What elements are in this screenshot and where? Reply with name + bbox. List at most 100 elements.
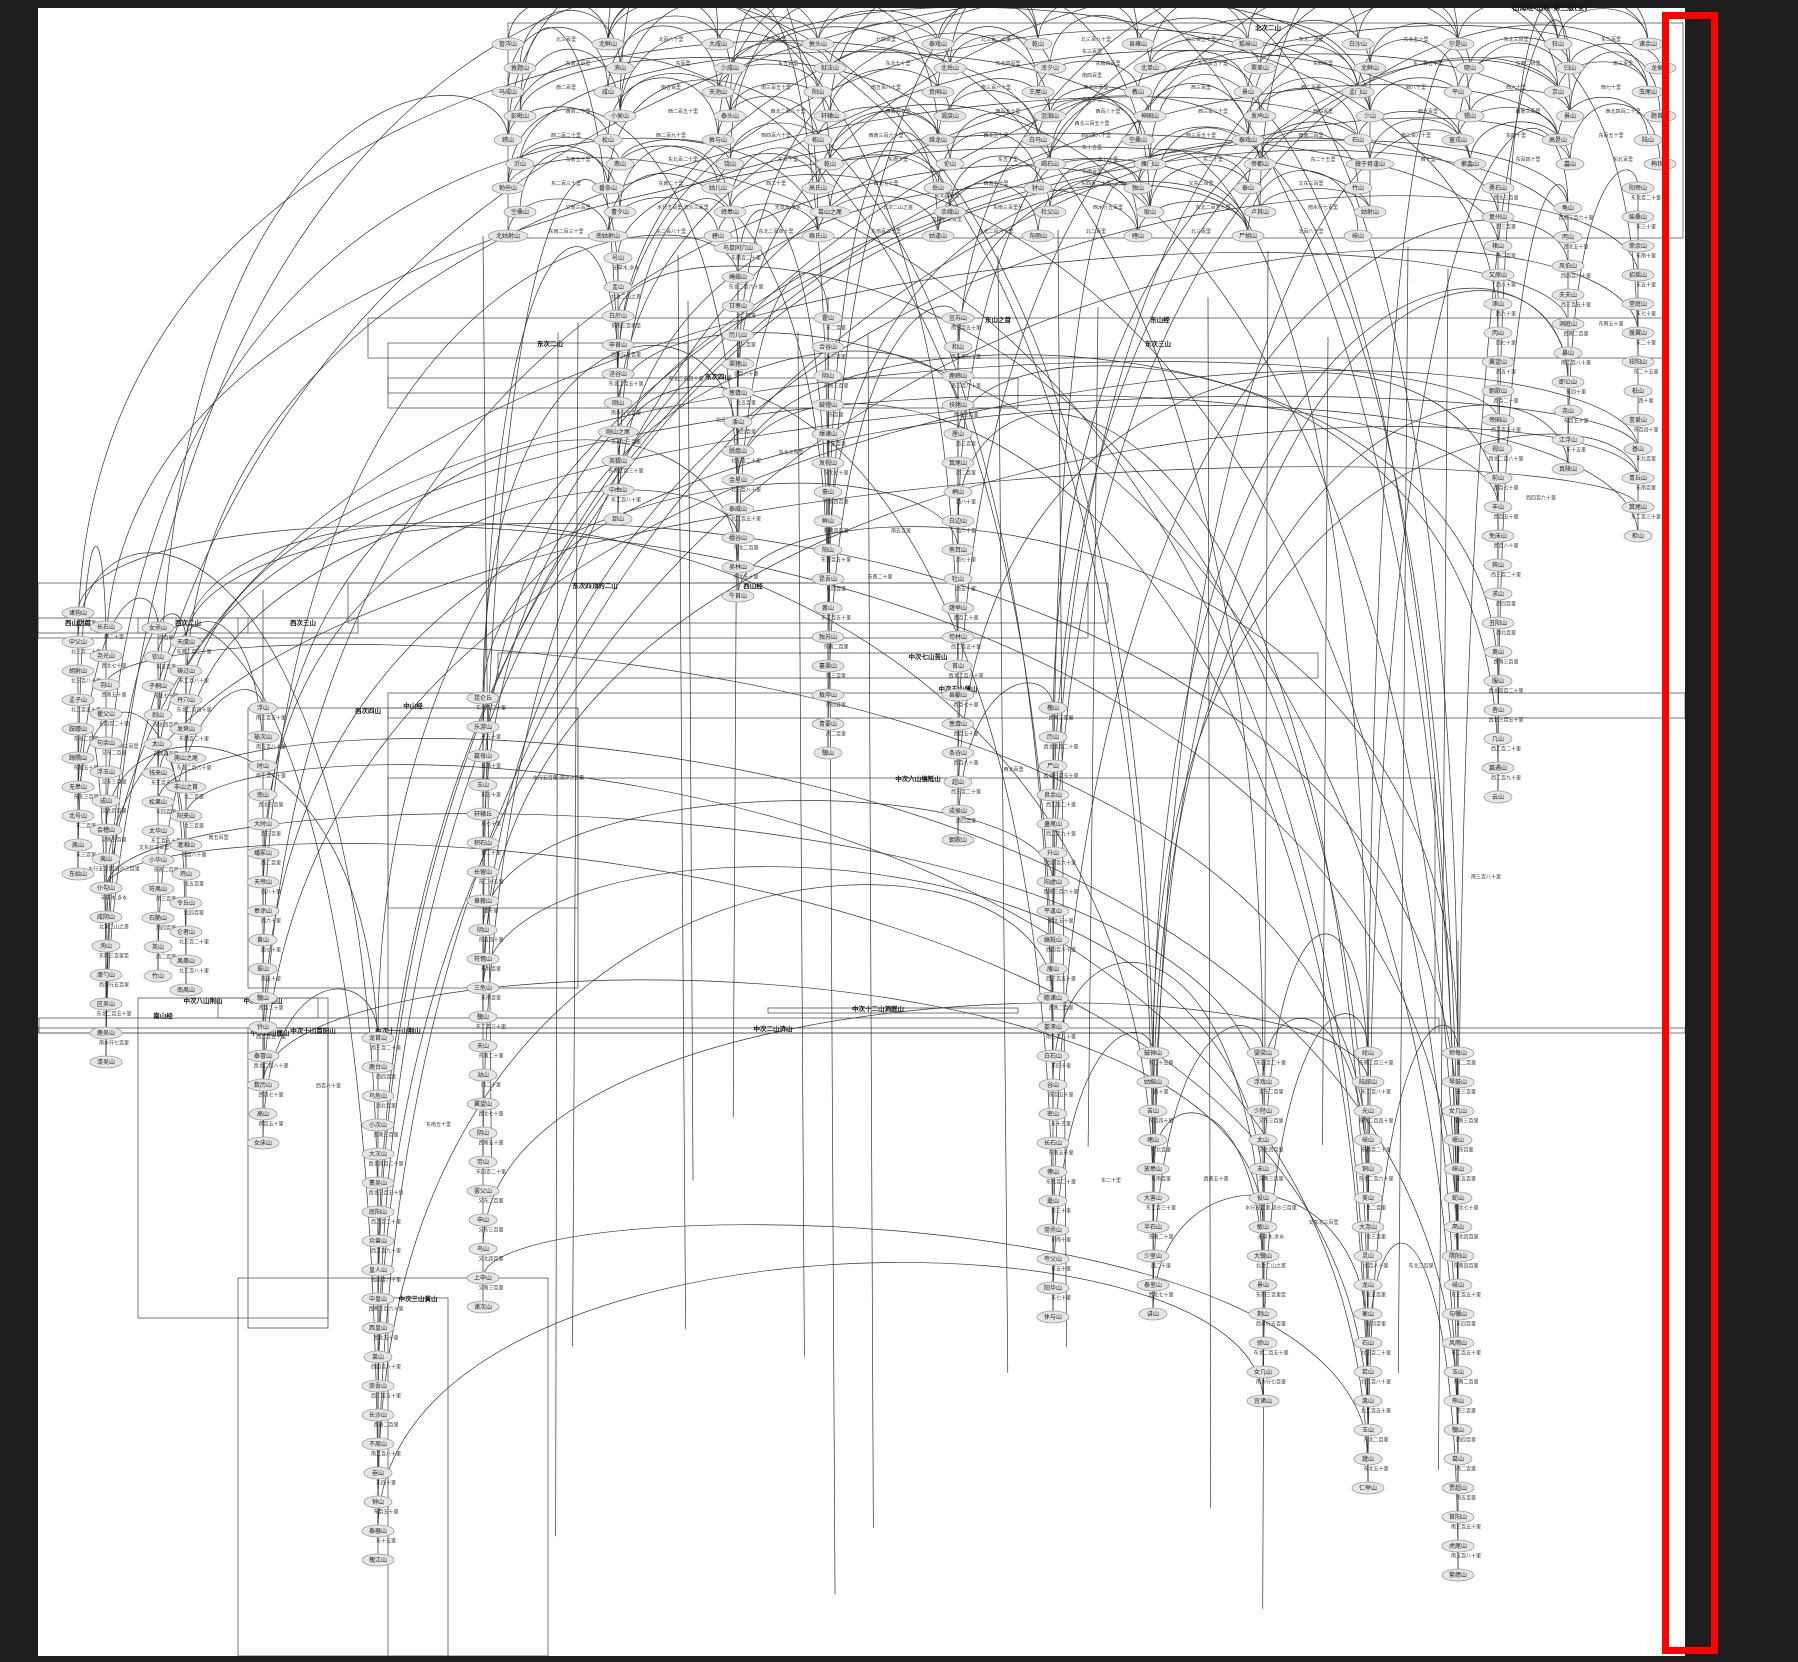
mountain-node: 钟山 [363,1495,393,1509]
svg-text:敏山: 敏山 [1257,1223,1269,1231]
edge-label: 西南三百里 [1048,715,1073,722]
mountain-node: 婴梁山 [1246,1046,1280,1060]
edge-label: 北四百里 [184,910,204,917]
mountain-node: 成侯山 [941,804,975,818]
svg-text:柘山: 柘山 [812,136,824,144]
selection-highlight-box [1662,12,1718,1654]
svg-text:白马山: 白马山 [1029,136,1047,144]
edge-label: 西二百九十里 [371,1248,401,1255]
mountain-node: 箕尾山 [1621,500,1655,514]
edge-label: 西北三百五十里 [1043,773,1078,780]
edge-label: 北四百里 [1366,1321,1386,1328]
svg-text:发视山: 发视山 [819,459,837,467]
mountain-node: 䃌山 [1123,229,1153,243]
mountain-node: 夷山 [91,852,121,866]
svg-text:尸山: 尸山 [1047,762,1059,770]
edge-label: 又北四百里 [1258,1147,1283,1154]
mountain-node: 大次山 [361,1147,395,1161]
mountain-node: 天虞山 [169,635,203,649]
mountain-node: 龟山 [1553,201,1583,215]
svg-text:长右山: 长右山 [97,623,115,631]
edge [737,209,829,609]
edge [619,145,731,213]
edge-label: 西二百二十里 [1046,802,1076,809]
edge [677,255,686,1330]
edge [1262,933,1369,1228]
mountain-node: 葱聋山 [721,386,755,400]
edge [1037,8,1139,45]
edge-label: 东南四百里 [1095,60,1120,67]
edge-label: 东南二百里 [153,867,178,874]
mountain-node: 葛山 [1443,1452,1473,1466]
mountain-node: 罢父山 [466,1184,500,1198]
svg-text:教山: 教山 [1132,88,1144,96]
edge-label: 东北二百五十里 [608,381,643,388]
svg-text:女床山: 女床山 [254,1139,272,1147]
svg-text:杳山: 杳山 [1492,706,1504,714]
svg-text:霍山: 霍山 [822,314,834,322]
edge-label: 西三百二十里 [1491,572,1521,579]
edge-label: 西南三百六十里 [1558,215,1593,222]
svg-text:独山: 独山 [1132,184,1144,192]
mountain-node: 禺槀山 [169,954,203,968]
edge-label: 西七十里 [956,557,976,564]
edge-label: 西二百里 [956,471,976,477]
edge-label: 西四百八十里 [371,1364,401,1371]
svg-text:浮戏山: 浮戏山 [1254,1078,1272,1086]
edge-label: 南三百里 [1613,60,1633,67]
svg-text:轩辕丘: 轩辕丘 [474,810,492,818]
mountain-node: 昆吾山 [811,572,845,586]
svg-text:娄涿山: 娄涿山 [1044,1023,1062,1031]
svg-text:成侯山: 成侯山 [949,807,967,815]
edge-label: 东北三百里 [778,449,803,456]
mountain-node: 发视山 [811,456,845,470]
edge-label: 东二百三十里 [476,1024,506,1031]
edge-label: 南三百五十里 [1451,1524,1481,1531]
cluster-box [387,377,1019,409]
svg-text:彘山: 彘山 [1362,1397,1374,1405]
mountain-node: 崇吾山 [361,1379,395,1393]
mountain-node: 小侯山 [603,109,637,123]
mountain-node: 猨翼山 [1621,326,1655,340]
edge-label: 南三百里 [1456,1408,1476,1415]
mountain-node: 鬲山 [1443,1220,1473,1234]
svg-text:白於山: 白於山 [609,312,627,320]
edge [377,884,1054,1503]
svg-text:服山: 服山 [1492,677,1504,685]
svg-text:高是山: 高是山 [1549,136,1567,144]
mountain-node: 天帝山 [246,875,280,889]
mountain-node: 橿谷山 [721,531,755,545]
edge-label: 东南五十里 [565,156,590,163]
edge-label: 东二百五十里 [151,838,181,845]
mountain-node: 良余山 [1036,788,1070,802]
svg-text:衡山: 衡山 [1362,1310,1374,1318]
svg-text:葱聋山: 葱聋山 [729,389,747,397]
svg-text:龙侯山: 龙侯山 [1651,64,1669,72]
edge [729,26,1264,1083]
mountain-node: 白於山 [601,309,635,323]
mountain-node: 乐游山 [466,720,500,734]
svg-text:朝歌山: 朝歌山 [1489,387,1507,395]
svg-text:旄山: 旄山 [72,841,84,849]
svg-text:橐山: 橐山 [1047,1197,1059,1205]
svg-text:咸山: 咸山 [602,88,614,96]
svg-text:盂山: 盂山 [612,283,624,291]
svg-text:燕山: 燕山 [614,160,626,168]
mountain-node: 葛山之尾 [809,205,851,219]
mountain-node: 傅山 [1038,1165,1068,1179]
svg-text:狂山: 狂山 [1552,40,1564,48]
edge-label: 东五十里 [1636,282,1656,289]
svg-text:即公山: 即公山 [1559,378,1577,386]
svg-text:大騩山: 大騩山 [1254,1252,1272,1260]
graph-svg: 北次二山东山经东山之首东次二山东次三山东次四山东次四顶的二山西山经西山之首西次二… [38,8,1685,1656]
edge-label: 南五百八十里 [1451,1553,1481,1560]
mountain-node: 松果山 [141,795,175,809]
svg-text:阳山: 阳山 [812,88,824,96]
svg-text:乐游山: 乐游山 [474,723,492,731]
svg-text:苦山: 苦山 [1147,1107,1159,1115]
edge [797,331,805,1357]
mountain-node: 蛊尾山 [1036,817,1070,831]
mountain-node: 泰山 [1233,181,1263,195]
mountain-node: 涹山 [723,415,753,429]
svg-text:小侯山: 小侯山 [611,112,629,120]
